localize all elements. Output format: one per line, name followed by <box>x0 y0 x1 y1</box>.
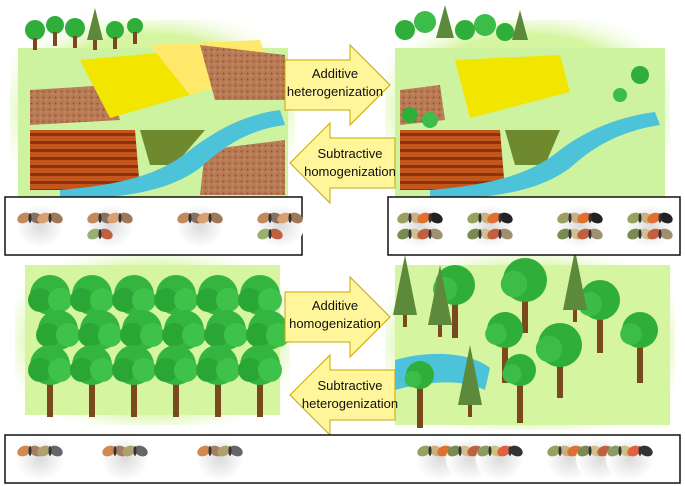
moth-box-top-left <box>4 196 304 256</box>
arrow-subtractive-homogenization: Subtractive homogenization <box>289 121 396 205</box>
broadleaf-tree <box>485 312 523 383</box>
broadleaf-tree <box>28 275 72 335</box>
panel-bottom-right <box>385 250 675 430</box>
panel-top-right <box>385 5 670 200</box>
moth-icon <box>37 445 63 457</box>
moth-group <box>466 204 514 248</box>
moth-icon <box>107 212 133 224</box>
broadleaf-tree <box>500 258 547 333</box>
conifer-tree <box>563 250 587 322</box>
arrow-label-line2: homogenization <box>289 316 381 331</box>
arrow-label-line2: homogenization <box>304 164 396 179</box>
stream <box>60 110 285 200</box>
broadleaf-tree <box>620 312 658 383</box>
broadleaf-tree <box>154 345 198 417</box>
moth-icon <box>37 212 63 224</box>
arrow-label-line2: heterogenization <box>287 84 383 99</box>
moth-icon <box>257 228 283 240</box>
uniform-tree-grid <box>28 275 290 417</box>
moth-group <box>476 437 524 481</box>
broadleaf-tree <box>112 345 156 417</box>
moth-icon <box>217 445 243 457</box>
moth-icon <box>627 445 653 457</box>
moth-group <box>606 437 654 481</box>
moth-icon <box>417 212 443 224</box>
moth-icon <box>577 212 603 224</box>
moth-icon <box>197 212 223 224</box>
conifer-tree <box>428 265 452 337</box>
broadleaf-tree <box>196 345 240 417</box>
moth-group <box>16 204 64 248</box>
moth-icon <box>417 228 443 240</box>
stream <box>430 112 660 200</box>
moth-icon <box>17 445 43 457</box>
plowed-field <box>400 130 505 190</box>
gravel-field <box>200 140 285 195</box>
mixed-tree-stand <box>393 250 658 428</box>
dark-field <box>505 130 560 165</box>
broadleaf-tree <box>162 310 206 376</box>
hedgerow-trees <box>395 5 649 128</box>
broadleaf-tree <box>238 345 282 417</box>
arrow-subtractive-heterogenization: Subtractive heterogenization <box>289 353 398 437</box>
moth-icon <box>122 445 148 457</box>
conifer-tree <box>458 345 482 417</box>
panel-top-left <box>10 8 295 200</box>
moth-box-bottom <box>4 434 681 484</box>
yellow-field <box>455 55 570 118</box>
arrow-label-line1: Additive <box>312 298 358 313</box>
moth-group <box>196 437 244 481</box>
arrow-label-line1: Additive <box>312 66 358 81</box>
gravel-field <box>30 85 120 125</box>
arrow-label-line2: heterogenization <box>302 396 398 411</box>
moth-group <box>86 204 134 248</box>
moth-icon <box>647 228 673 240</box>
moth-box-top-right <box>387 196 681 256</box>
broadleaf-tree <box>120 310 164 376</box>
arrow-label-line1: Subtractive <box>317 378 382 393</box>
broadleaf-tree <box>78 310 122 376</box>
moth-group <box>176 204 224 248</box>
moth-icon <box>487 228 513 240</box>
conifer-tree <box>393 255 417 327</box>
moth-group <box>626 204 674 248</box>
arrow-additive-homogenization: Additive homogenization <box>284 275 391 359</box>
moth-group <box>556 204 604 248</box>
moth-icon <box>497 445 523 457</box>
moth-icon <box>487 212 513 224</box>
broadleaf-tree <box>70 345 114 417</box>
broadleaf-tree <box>404 361 434 428</box>
broadleaf-tree <box>70 275 114 335</box>
moth-group <box>396 204 444 248</box>
moth-icon <box>647 212 673 224</box>
moth-group <box>101 437 149 481</box>
moth-icon <box>87 228 113 240</box>
panel-bottom-left <box>15 255 290 425</box>
moth-icon <box>577 228 603 240</box>
arrow-additive-heterogenization: Additive heterogenization <box>284 43 391 127</box>
moth-group <box>256 204 304 248</box>
dark-field <box>140 130 205 165</box>
broadleaf-tree <box>535 323 582 398</box>
arrow-label-line1: Subtractive <box>317 146 382 161</box>
plowed-field <box>30 130 140 190</box>
moth-icon <box>277 212 303 224</box>
gravel-field <box>200 45 285 100</box>
broadleaf-tree <box>28 345 72 417</box>
tree-row <box>25 8 143 50</box>
moth-group <box>16 437 64 481</box>
broadleaf-tree <box>502 354 536 423</box>
